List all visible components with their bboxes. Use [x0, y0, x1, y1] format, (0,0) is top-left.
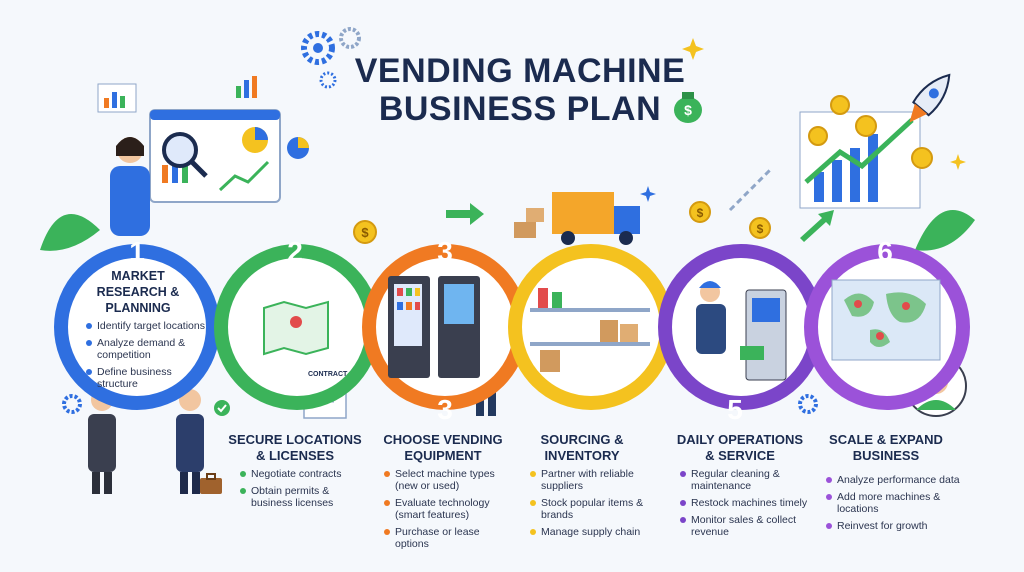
dollar-coin-icon: $ [353, 220, 377, 244]
step-1-bullets: Identify target locations Analyze demand… [86, 320, 206, 395]
bullet-item: Negotiate contracts [240, 468, 370, 480]
world-map-icon [831, 279, 941, 361]
bullet-item: Monitor sales & collect revenue [680, 514, 812, 538]
step-5-number: 5 [727, 394, 743, 425]
svg-text:$: $ [361, 225, 369, 240]
chart-icon [236, 76, 257, 98]
rocket-icon [909, 73, 951, 123]
bullet-item: Reinvest for growth [826, 520, 966, 532]
warehouse-shelves-icon [530, 288, 650, 372]
bullet-item: Add more machines & locations [826, 491, 966, 515]
check-icon [214, 400, 230, 416]
sparkle-icon [950, 154, 966, 170]
dollar-coin-icon: $ [689, 201, 711, 223]
gear-icon [339, 27, 361, 49]
money-bag-icon: $ [674, 92, 702, 123]
dollar-coin-icon [830, 95, 850, 115]
arrow-icon [800, 210, 834, 242]
bullet-item: Evaluate technology (smart features) [384, 497, 516, 521]
dollar-coin-icon [808, 126, 828, 146]
bullet-item: Analyze performance data [826, 474, 966, 486]
dollar-coin-icon [911, 147, 933, 169]
leaf-icon [40, 214, 100, 251]
step-1-heading: MARKET RESEARCH & PLANNING [96, 269, 180, 315]
dollar-coin-icon [855, 115, 877, 137]
sparkle-icon [682, 38, 704, 60]
businessperson-figure [176, 389, 204, 494]
bullet-item: Restock machines timely [680, 497, 812, 509]
dollar-coin-icon: $ [749, 217, 771, 239]
bullet-item: Stock popular items & brands [530, 497, 650, 521]
bullet-item: Identify target locations [86, 320, 206, 332]
leaf-icon [915, 210, 975, 251]
bullet-item: Purchase or lease options [384, 526, 516, 550]
bullet-item: Obtain permits & business licenses [240, 485, 370, 509]
page-title: VENDING MACHINE BUSINESS PLAN [330, 52, 710, 128]
step-6-number: 6 [877, 236, 893, 267]
step-5-bullets: Regular cleaning & maintenance Restock m… [680, 468, 812, 543]
service-technician-icon [696, 281, 787, 381]
step-6-bullets: Analyze performance data Add more machin… [826, 474, 966, 537]
arrow-icon [446, 203, 484, 225]
svg-text:$: $ [697, 206, 704, 220]
bullet-item: Select machine types (new or used) [384, 468, 516, 492]
sparkle-icon [640, 186, 656, 202]
bullet-item: Partner with reliable suppliers [530, 468, 650, 492]
step-3-number-top: 3 [437, 236, 453, 267]
contract-label: CONTRACT [308, 371, 348, 378]
svg-text:$: $ [757, 222, 764, 236]
title-line-1: VENDING MACHINE [354, 52, 686, 90]
step-4-bullets: Partner with reliable suppliers Stock po… [530, 468, 650, 543]
chart-icon [97, 83, 137, 113]
gear-icon [319, 71, 337, 89]
gear-icon [62, 394, 82, 414]
arrow-icon [728, 168, 772, 212]
step-2-number: 2 [287, 236, 303, 267]
svg-text:$: $ [684, 102, 692, 118]
step-6-heading: SCALE & EXPAND BUSINESS [829, 432, 943, 463]
map-icon [263, 300, 329, 356]
title-line-2: BUSINESS PLAN [378, 90, 662, 128]
gear-icon [301, 31, 335, 65]
truck-icon [514, 192, 640, 245]
step-5-heading: DAILY OPERATIONS & SERVICE [676, 432, 804, 463]
bullet-item: Analyze demand & competition [86, 337, 206, 361]
vending-machine-icon [388, 276, 480, 378]
step-3-heading: CHOOSE VENDING EQUIPMENT [383, 432, 503, 463]
gear-icon [798, 394, 818, 414]
analyst-figure [110, 137, 150, 236]
pie-chart-icon [287, 137, 309, 159]
magnifier-icon [162, 132, 208, 178]
briefcase-icon [200, 473, 222, 494]
step-2-bullets: Negotiate contracts Obtain permits & bus… [240, 468, 370, 514]
step-1-number: 1 [129, 236, 145, 267]
bullet-item: Define business structure [86, 366, 206, 390]
step-3-bullets: Select machine types (new or used) Evalu… [384, 468, 516, 555]
bullet-item: Manage supply chain [530, 526, 650, 538]
bullet-item: Regular cleaning & maintenance [680, 468, 812, 492]
step-4-heading: SOURCING & INVENTORY [540, 432, 624, 463]
step-3-number-bottom: 3 [437, 394, 453, 425]
step-2-heading: SECURE LOCATIONS & LICENSES [228, 432, 362, 463]
